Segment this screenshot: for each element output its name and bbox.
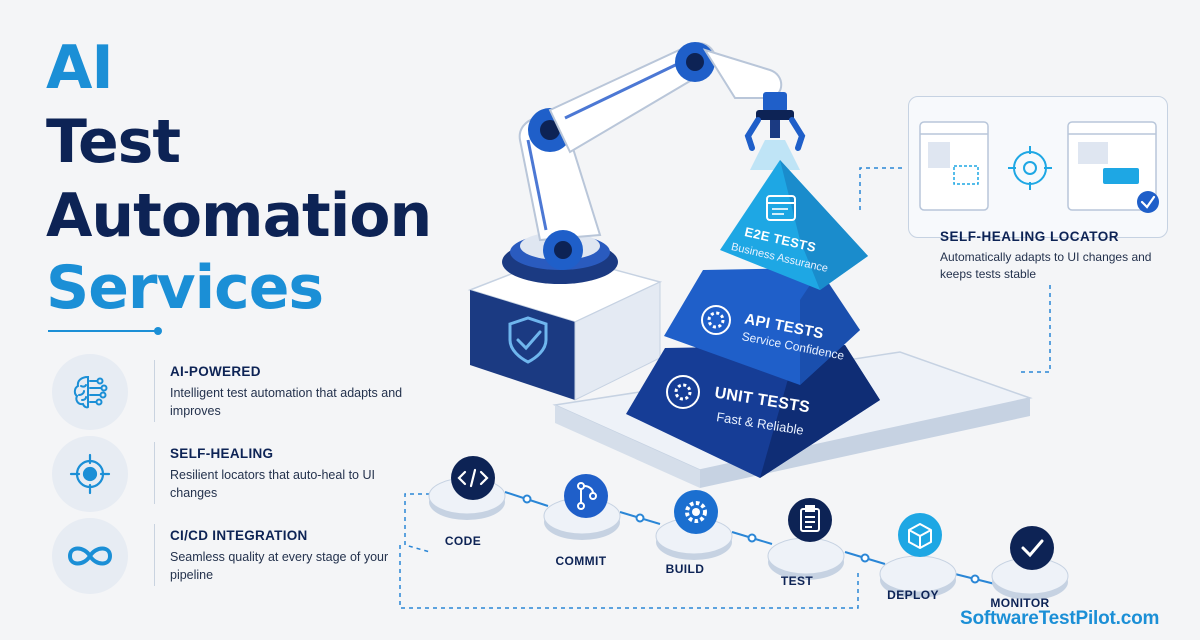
title-line-ai: AI [46, 33, 114, 103]
feature-ai-powered: AI-POWERED Intelligent test automation t… [52, 354, 432, 430]
pipeline-label-monitor: MONITOR [990, 596, 1050, 610]
feature-title: SELF-HEALING [170, 446, 274, 461]
pipeline-label-code: CODE [444, 534, 482, 548]
pipeline-step-code [428, 456, 506, 520]
pipeline-loop-line [404, 493, 431, 553]
connector-node [747, 533, 757, 543]
gear-icon [666, 375, 700, 409]
ui-window-before [919, 121, 989, 211]
brand-website: SoftwareTestPilot.com [960, 608, 1160, 629]
pipeline-step-monitor [991, 526, 1069, 600]
clipboard-icon [800, 505, 820, 532]
ui-window-after [1067, 121, 1157, 211]
connector-node [970, 574, 980, 584]
feature-cicd-integration: CI/CD INTEGRATION Seamless quality at ev… [52, 518, 432, 594]
connector-line [859, 167, 905, 210]
git-branch-icon [577, 482, 597, 510]
feature-divider [154, 442, 155, 504]
shield-check-icon [508, 316, 548, 364]
pipeline-loop-line [399, 545, 859, 609]
connector-line [1020, 285, 1051, 373]
pyramid-api-tests [664, 268, 860, 385]
pipeline-step-test [767, 498, 845, 580]
pipeline-label-commit: COMMIT [555, 554, 607, 568]
code-icon [457, 468, 489, 488]
pipeline-step-commit [543, 474, 621, 540]
self-healing-diagram [919, 121, 1159, 213]
pipeline-label-build: BUILD [665, 562, 705, 576]
pipeline-label-test: TEST [780, 574, 814, 588]
cube-icon [908, 523, 932, 549]
self-healing-description: Automatically adapts to UI changes and k… [940, 250, 1152, 281]
check-circle-icon [1137, 191, 1159, 213]
gear-icon [685, 501, 707, 523]
crosshair-icon [52, 436, 128, 512]
title-line-services: Services [46, 253, 324, 323]
pipeline-step-deploy [879, 513, 957, 598]
title-underline [48, 327, 162, 335]
feature-title: CI/CD INTEGRATION [170, 528, 308, 543]
pipeline-step-build [655, 490, 733, 560]
brain-icon [52, 354, 128, 430]
gear-icon [701, 305, 731, 335]
feature-self-healing: SELF-HEALING Resilient locators that aut… [52, 436, 432, 512]
pipeline-label-deploy: DEPLOY [887, 588, 939, 602]
check-circle-icon [1021, 539, 1044, 558]
pyramid-e2e-tests [720, 160, 868, 290]
feature-description: Seamless quality at every stage of your … [170, 550, 389, 582]
feature-description: Resilient locators that auto-heal to UI … [170, 468, 375, 500]
crosshair-icon [1008, 146, 1052, 190]
title-line-test: Test [46, 107, 181, 177]
connector-node [635, 513, 645, 523]
feature-divider [154, 524, 155, 586]
connector-node [860, 553, 870, 563]
connector-node [522, 494, 532, 504]
robot-arm [467, 42, 806, 401]
feature-title: AI-POWERED [170, 364, 261, 379]
feature-description: Intelligent test automation that adapts … [170, 386, 403, 418]
self-healing-title: SELF-HEALING LOCATOR [940, 229, 1119, 244]
infinity-icon [52, 518, 128, 594]
title-line-automation: Automation [46, 181, 432, 251]
feature-divider [154, 360, 155, 422]
browser-window-icon [766, 195, 796, 221]
